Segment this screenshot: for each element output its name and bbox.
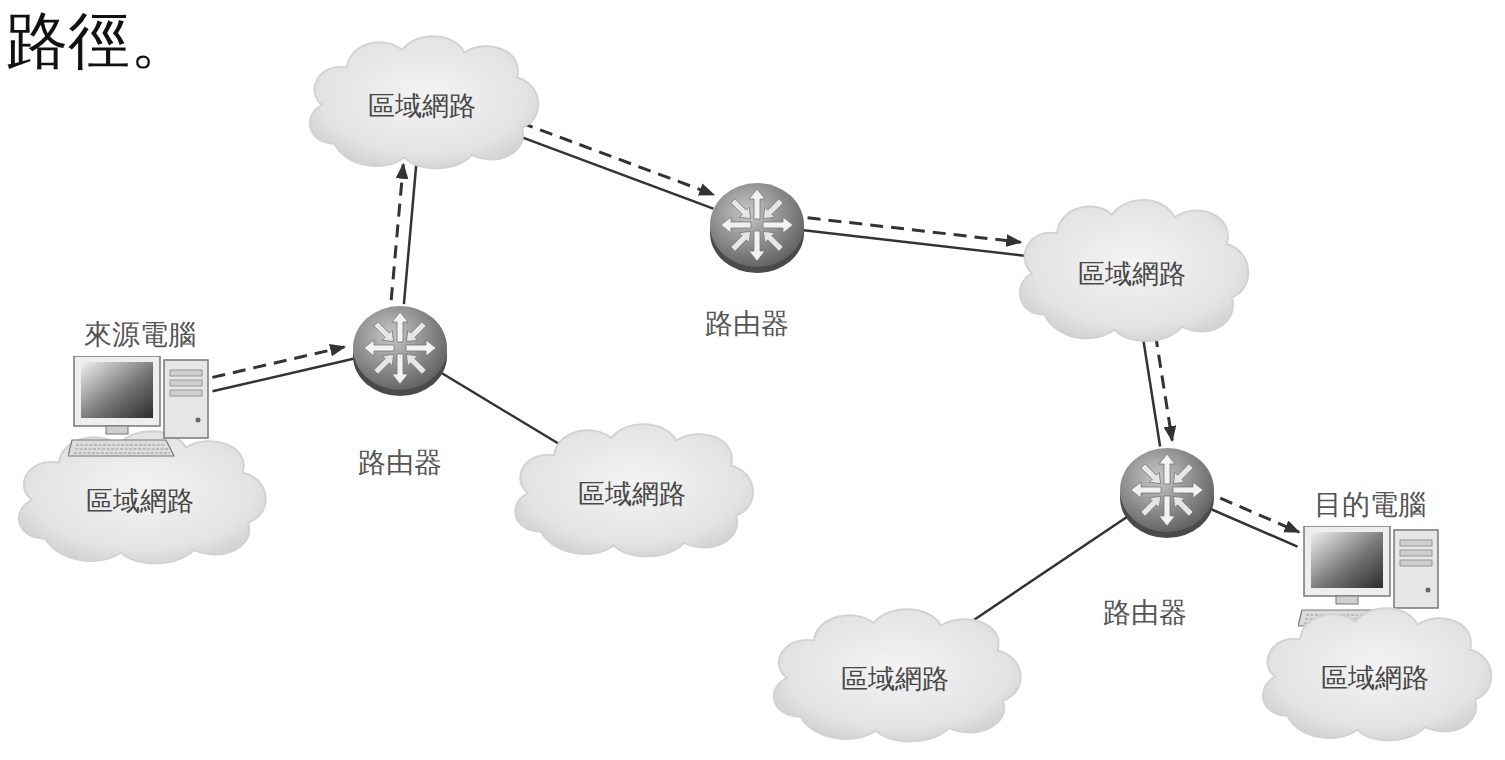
network-link (1210, 509, 1298, 547)
network-label: 區域網路 (1078, 244, 1186, 292)
network-link (440, 372, 559, 444)
path-arrow (1220, 498, 1299, 532)
lan-cloud: 區域網路 (760, 598, 1030, 748)
path-arrow (391, 164, 403, 300)
network-label: 區域網路 (1321, 648, 1429, 696)
path-arrow (520, 123, 713, 195)
router-icon (1117, 442, 1217, 542)
lan-cloud: 區域網路 (1007, 188, 1257, 348)
network-label: 區域網路 (368, 76, 476, 124)
lan-cloud: 區域網路 (1250, 597, 1500, 747)
network-link (404, 158, 417, 304)
network-link (213, 359, 355, 392)
device-label: 路由器 (705, 307, 789, 341)
device-label: 來源電腦 (84, 318, 196, 352)
router-node: 路由器 (350, 300, 450, 480)
device-label: 路由器 (358, 446, 442, 480)
path-arrow (212, 347, 344, 378)
path-arrow (808, 218, 1021, 242)
network-label: 區域網路 (578, 464, 686, 512)
computer-node: 來源電腦 (60, 318, 220, 461)
network-label: 區域網路 (841, 649, 949, 697)
network-link (1142, 330, 1160, 446)
router-icon (707, 177, 807, 277)
lan-cloud: 區域網路 (502, 413, 762, 563)
computer-icon (68, 356, 213, 461)
device-label: 目的電腦 (1314, 488, 1426, 522)
network-link (804, 230, 1027, 256)
router-icon (350, 300, 450, 400)
router-node: 路由器 (1117, 442, 1217, 630)
network-link (511, 133, 714, 209)
computer-node: 目的電腦 (1290, 488, 1450, 631)
page-heading: 路徑。 (6, 4, 192, 78)
lan-cloud: 區域網路 (297, 25, 547, 175)
path-arrow (1155, 334, 1172, 440)
device-label: 路由器 (1103, 596, 1187, 630)
router-node: 路由器 (707, 177, 807, 341)
network-label: 區域網路 (86, 471, 194, 519)
